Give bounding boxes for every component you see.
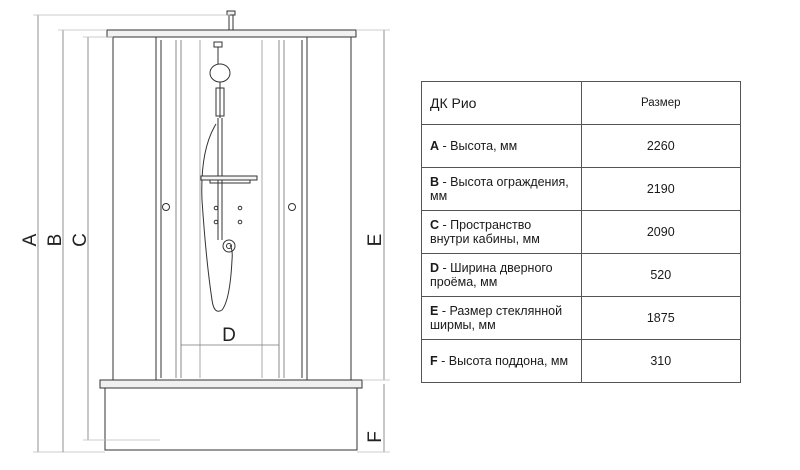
dim-label-d: D	[222, 325, 236, 346]
dim-label-b: B	[45, 234, 66, 247]
cabin-outline	[99, 10, 363, 451]
row-code: B	[430, 175, 440, 189]
row-value: 310	[580, 339, 741, 383]
row-value: 2260	[580, 124, 741, 168]
table-row: F - Высота поддона, мм 310	[421, 339, 741, 383]
row-label: D - Ширина дверного проёма, мм	[421, 253, 582, 297]
row-code: F	[430, 354, 438, 368]
dim-label-e: E	[365, 234, 386, 247]
row-value: 520	[580, 253, 741, 297]
table-header-row: ДК Рио Размер	[421, 81, 741, 125]
table-title: ДК Рио	[421, 81, 582, 125]
row-code: C	[430, 218, 440, 232]
dimension-lines	[33, 14, 390, 453]
row-label: A - Высота, мм	[421, 124, 582, 168]
row-code: A	[430, 139, 440, 153]
table-row: A - Высота, мм 2260	[421, 124, 741, 168]
row-label: C - Пространство внутри кабины, мм	[421, 210, 582, 254]
row-label: B - Высота ограждения, мм	[421, 167, 582, 211]
dim-label-f: F	[365, 431, 386, 443]
shower-cabin-drawing: A B C D E F	[20, 10, 390, 453]
table-row: B - Высота ограждения, мм 2190	[421, 167, 741, 211]
table-row: D - Ширина дверного проёма, мм 520	[421, 253, 741, 297]
row-code: E	[430, 304, 439, 318]
row-code: D	[430, 261, 440, 275]
size-column-header: Размер	[580, 81, 741, 125]
row-value: 2090	[580, 210, 741, 254]
row-label: F - Высота поддона, мм	[421, 339, 582, 383]
dim-label-c: C	[70, 233, 91, 247]
row-value: 1875	[580, 296, 741, 340]
spec-table: ДК Рио Размер A - Высота, мм 2260 B - Вы…	[421, 81, 741, 383]
row-label: E - Размер стеклянной ширмы, мм	[421, 296, 582, 340]
row-value: 2190	[580, 167, 741, 211]
table-row: E - Размер стеклянной ширмы, мм 1875	[421, 296, 741, 340]
dim-label-a: A	[20, 233, 41, 246]
table-row: C - Пространство внутри кабины, мм 2090	[421, 210, 741, 254]
